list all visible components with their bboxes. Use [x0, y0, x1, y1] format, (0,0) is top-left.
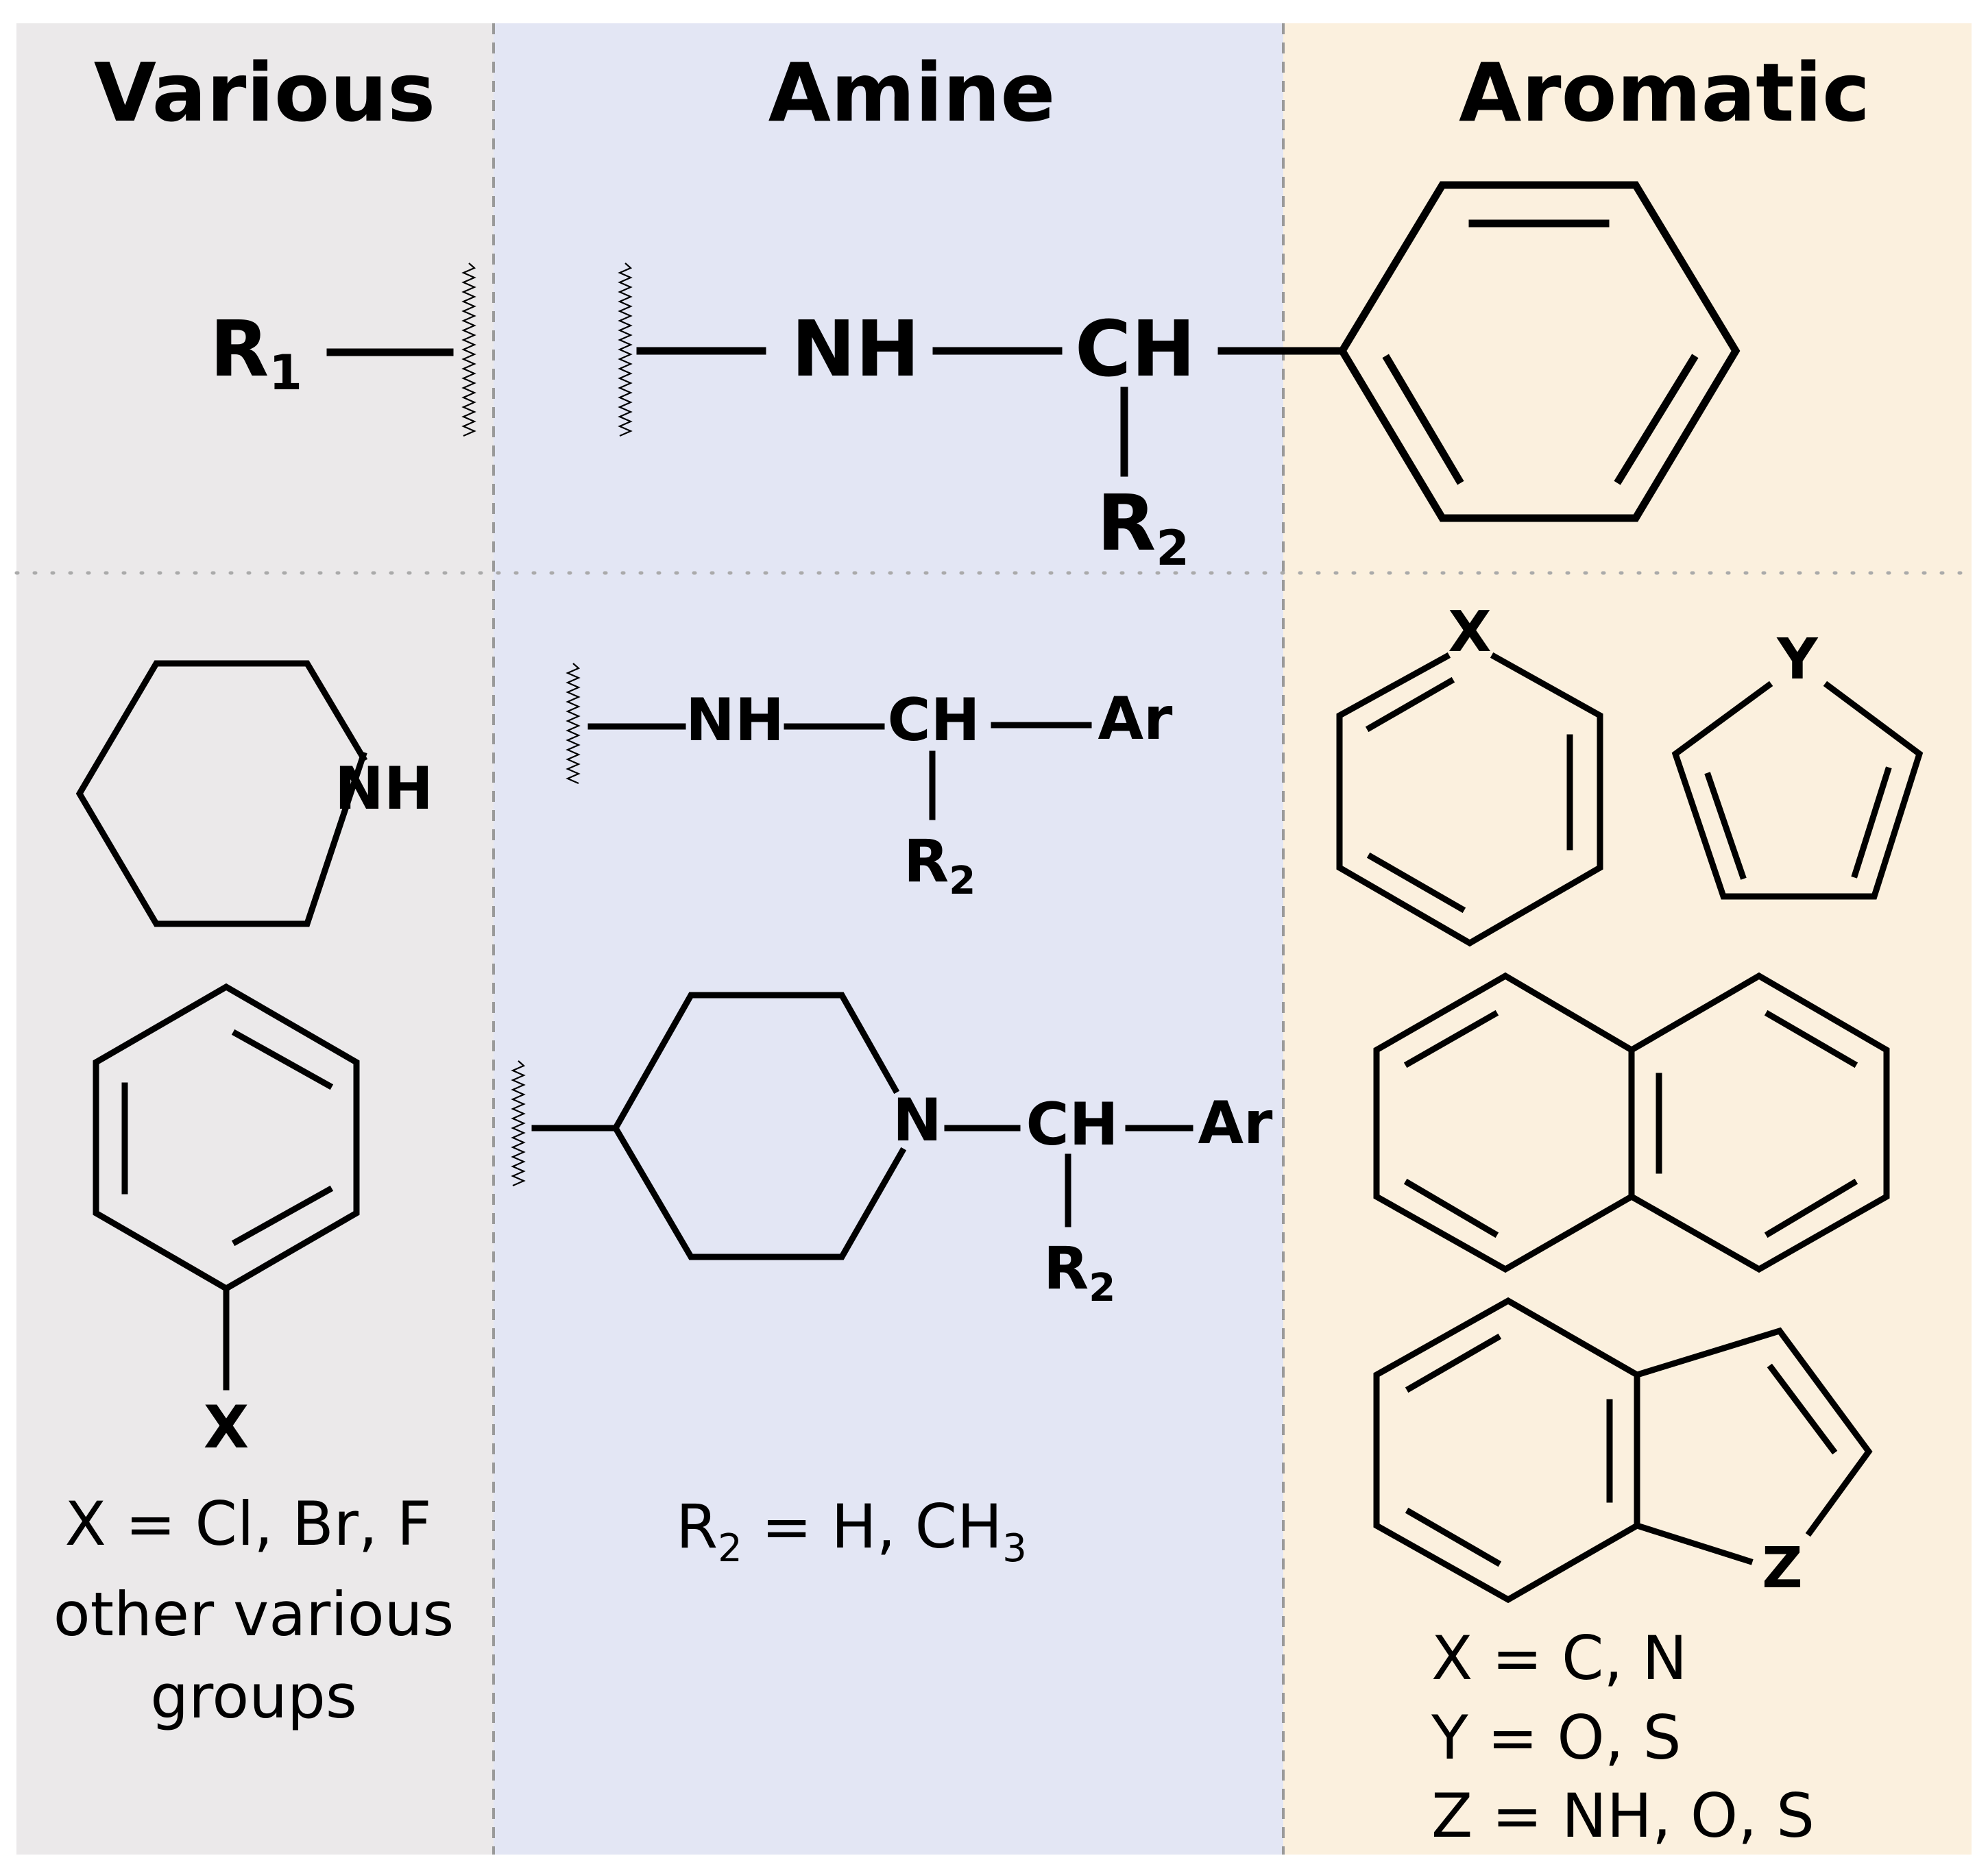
- top-scaffold: R1 NH CH R2: [210, 181, 1741, 576]
- pyridine-ring: [1336, 652, 1603, 947]
- pyridine-structure: X: [1336, 600, 1603, 947]
- amine-2-ar-label: Ar: [1198, 1089, 1274, 1158]
- five-ring: [1671, 681, 1924, 900]
- aromatic-note-line2: Y = O, S: [1431, 1702, 1682, 1773]
- amine-linker-2: N CH Ar R2: [511, 992, 1274, 1310]
- top-r1-label: R1: [210, 305, 302, 401]
- five-ring-structure: Y: [1671, 627, 1924, 900]
- halobenzene-x-label: X: [204, 1393, 249, 1462]
- pyridine-double-1: [1365, 676, 1455, 733]
- pyridine-double-3: [1366, 852, 1466, 914]
- amine-linker-1: NH CH Ar R2: [566, 663, 1174, 903]
- aromatic-column-background: [1283, 23, 1972, 1855]
- piperidine-structure: NH: [75, 660, 433, 927]
- amine-2-n-label: N: [893, 1086, 942, 1155]
- header-various: Various: [94, 45, 435, 140]
- amine-2-piperidine-ring: [611, 992, 907, 1260]
- top-benzene-double-2: [1614, 354, 1699, 485]
- naphthalene-ring-right: [1628, 972, 1890, 1273]
- naphthalene-double-4: [1764, 1010, 1858, 1068]
- aromatic-note-line3: Z = NH, O, S: [1431, 1781, 1815, 1851]
- amine-2-wavy: [511, 1060, 526, 1187]
- header-aromatic: Aromatic: [1459, 45, 1870, 140]
- halobenzene-double-1: [231, 1029, 334, 1090]
- various-column-background: [16, 23, 494, 1855]
- indole-double-1: [1405, 1333, 1502, 1393]
- amine-2-r2-label: R2: [1043, 1234, 1115, 1310]
- amine-1-r2-label: R2: [904, 827, 975, 903]
- amine-1-ar-label: Ar: [1098, 685, 1174, 753]
- top-ch-label: CH: [1075, 305, 1196, 394]
- various-note-line3: groups: [150, 1661, 356, 1732]
- amine-1-wavy: [566, 663, 581, 785]
- top-r2-label: R2: [1097, 479, 1189, 576]
- pyridine-x-label: X: [1448, 600, 1491, 665]
- amine-2-ch-label: CH: [1026, 1090, 1118, 1159]
- indole-structure: Z: [1373, 1297, 1873, 1604]
- piperidine-ring: [75, 660, 368, 927]
- naphthalene-double-5: [1764, 1178, 1858, 1238]
- various-note-line1: X = Cl, Br, F: [65, 1489, 432, 1559]
- five-ring-y-label: Y: [1776, 627, 1819, 692]
- indole-five-ring: [1633, 1327, 1873, 1565]
- amine-note: R2 = H, CH3: [676, 1491, 1027, 1571]
- amine-1-nh-label: NH: [686, 686, 784, 755]
- indole-z-label: Z: [1762, 1536, 1802, 1601]
- top-benzene-double-3: [1382, 354, 1464, 485]
- top-attachment-wavy-right: [618, 262, 633, 437]
- amine-1-ch-label: CH: [887, 686, 980, 755]
- indole-double-2: [1405, 1507, 1502, 1567]
- top-benzene-ring: [1337, 181, 1741, 522]
- header-amine: Amine: [768, 45, 1056, 140]
- piperidine-nh-label: NH: [335, 755, 433, 823]
- aromatic-note-line1: X = C, N: [1431, 1623, 1687, 1693]
- naphthalene-double-1: [1403, 1010, 1499, 1068]
- naphthalene-structure: [1373, 972, 1890, 1273]
- top-nh-label: NH: [791, 305, 919, 394]
- five-ring-double-1: [1704, 772, 1747, 880]
- naphthalene-double-2: [1403, 1178, 1499, 1238]
- indole-double-4: [1767, 1363, 1838, 1455]
- amine-column-background: [494, 23, 1283, 1855]
- five-ring-double-2: [1851, 766, 1892, 879]
- halobenzene-double-3: [231, 1185, 334, 1247]
- halobenzene-structure: X: [93, 983, 360, 1462]
- various-note-line2: other various: [53, 1579, 454, 1650]
- top-attachment-wavy-left: [461, 262, 476, 437]
